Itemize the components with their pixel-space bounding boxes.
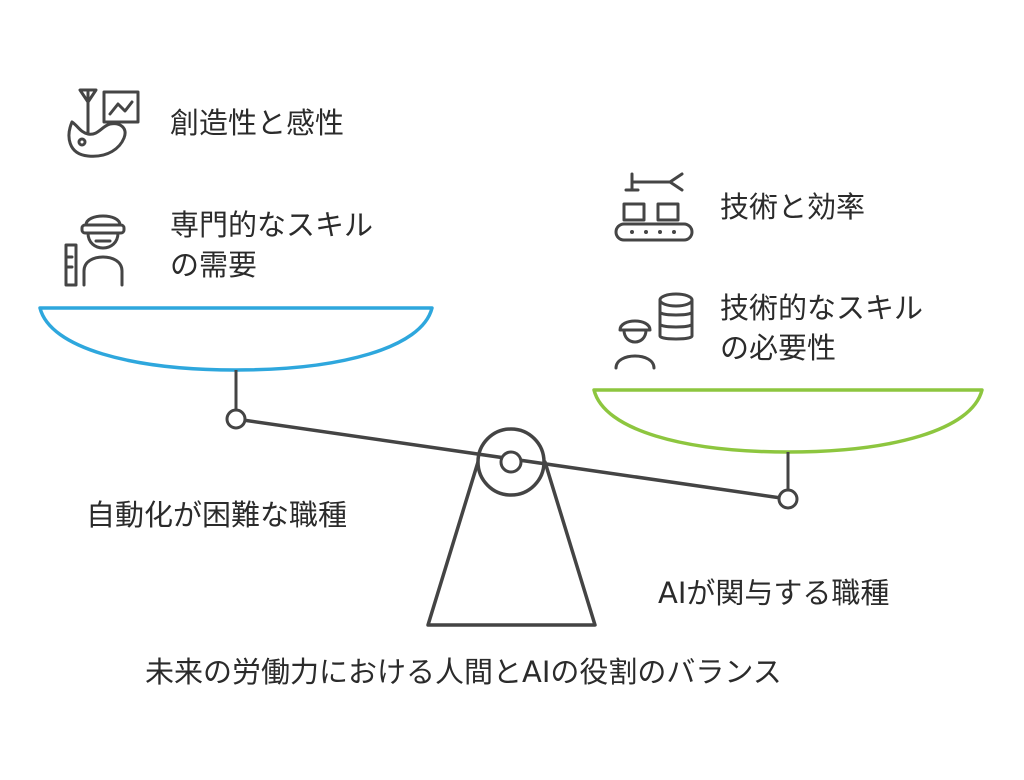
left-pivot xyxy=(225,408,247,430)
right-caption: AIが関与する職種 xyxy=(658,576,890,610)
right-item-2-label: 技術的なスキル の必要性 xyxy=(720,291,924,365)
craftsman-worker-icon xyxy=(64,214,126,287)
engineer-database-icon xyxy=(614,292,694,370)
left-pan xyxy=(38,306,434,372)
left-item-2-label: 専門的なスキル の需要 xyxy=(170,208,374,282)
art-creativity-icon xyxy=(67,88,140,158)
left-caption: 自動化が困難な職種 xyxy=(86,498,348,532)
conveyor-robot-icon xyxy=(614,172,694,242)
center-pivot xyxy=(499,450,523,474)
left-item-1-label: 創造性と感性 xyxy=(170,106,345,140)
right-pivot xyxy=(777,488,799,510)
diagram-title: 未来の労働力における人間とAIの役割のバランス xyxy=(145,655,782,689)
right-pan xyxy=(592,388,984,454)
right-item-1-label: 技術と効率 xyxy=(720,190,866,224)
